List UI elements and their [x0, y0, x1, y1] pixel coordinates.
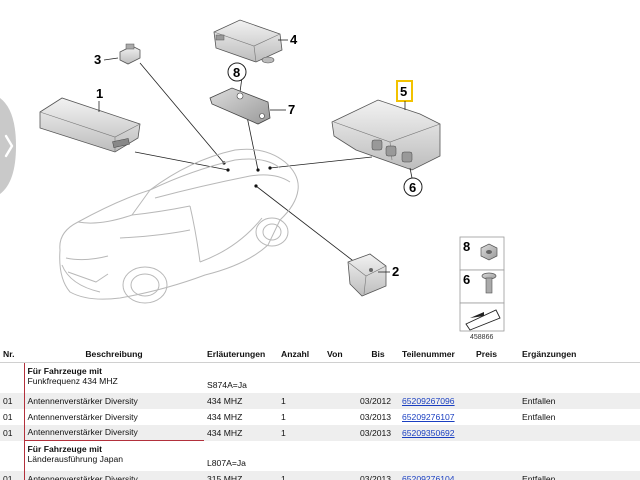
table-row: 01 Antennenverstärker Diversity 315 MHZ … — [0, 470, 640, 480]
screw-icon — [481, 272, 497, 294]
cell-ergaenzung: Entfallen — [522, 411, 556, 422]
parts-diagram: 1 2 3 4 5 6 7 8 8 6 — [39, 19, 505, 341]
cell-beschreibung: Antennenverstärker Diversity — [23, 470, 204, 480]
group-erlaeuterung: L807A=Ja — [207, 457, 246, 468]
cell-anzahl: 1 — [278, 470, 324, 480]
part-number-link[interactable]: 65209267096 — [402, 395, 455, 406]
svg-text:2: 2 — [392, 264, 399, 279]
header-bis: Bis — [357, 346, 399, 363]
cell-ergaenzung — [519, 424, 640, 441]
cell-erlaeuterung: 434 MHZ — [204, 424, 278, 441]
cell-beschreibung: Antennenverstärker Diversity — [23, 424, 204, 441]
part-bracket — [209, 87, 271, 125]
table-row: 01 Antennenverstärker Diversity 434 MHZ … — [0, 392, 640, 409]
cell-beschreibung: Antennenverstärker Diversity — [23, 392, 204, 409]
group-erlaeuterung: S874A=Ja — [207, 379, 247, 390]
svg-text:4: 4 — [290, 32, 298, 47]
part-module — [331, 99, 441, 171]
leader-lines — [134, 62, 373, 271]
nut-icon — [480, 243, 498, 261]
cell-beschreibung: Antennenverstärker Diversity — [23, 408, 204, 425]
header-preis: Preis — [473, 346, 519, 363]
table-header-row: Nr. Beschreibung Erläuterungen Anzahl Vo… — [0, 346, 640, 363]
cell-bis: 03/2012 — [357, 392, 399, 409]
part-control-unit — [213, 19, 283, 64]
cell-von — [324, 409, 357, 425]
table-row: 01 Antennenverstärker Diversity 434 MHZ … — [0, 424, 640, 441]
cell-ergaenzung: Entfallen — [519, 392, 640, 409]
drawing-symbol-icon — [465, 309, 501, 331]
cell-nr: 01 — [0, 470, 24, 480]
cell-bis: 03/2013 — [357, 470, 399, 480]
cell-von — [324, 470, 357, 480]
part-number-link[interactable]: 65209276107 — [402, 411, 455, 422]
header-von: Von — [324, 346, 357, 363]
cell-preis — [473, 470, 519, 480]
header-teilenummer: Teilenummer — [399, 346, 473, 363]
cell-anzahl: 1 — [281, 411, 286, 422]
part-number-link[interactable]: 65209350692 — [402, 427, 455, 438]
callout-7: 7 — [270, 102, 295, 117]
cell-erlaeuterung: 434 MHZ — [207, 411, 243, 422]
cell-bis: 03/2013 — [357, 424, 399, 441]
side-panel-tab[interactable] — [0, 98, 18, 194]
svg-text:8: 8 — [233, 65, 240, 80]
svg-text:6: 6 — [463, 272, 470, 287]
header-beschreibung: Beschreibung — [24, 346, 204, 363]
header-nr: Nr. — [0, 346, 24, 363]
hardware-legend: 8 6 458866 — [459, 236, 505, 341]
cell-preis — [473, 409, 519, 425]
header-erlaeuterungen: Erläuterungen — [204, 346, 278, 363]
cell-nr: 01 — [0, 424, 24, 441]
cell-anzahl: 1 — [278, 424, 324, 441]
group-title: Für Fahrzeuge mit — [27, 366, 103, 376]
cell-bis: 03/2013 — [360, 411, 392, 422]
callout-3: 3 — [94, 52, 119, 67]
group-row: Für Fahrzeuge mit Funkfrequenz 434 MHZ S… — [0, 362, 640, 393]
table-row: 01 Antennenverstärker Diversity 434 MHZ … — [0, 408, 640, 425]
cell-preis — [473, 424, 519, 441]
cell-von — [324, 424, 357, 441]
cell-erlaeuterung: 434 MHZ — [204, 392, 278, 409]
cell-nr: 01 — [3, 411, 13, 422]
group-subtitle: Funkfrequenz 434 MHZ — [27, 376, 118, 386]
cell-preis — [473, 392, 519, 409]
svg-text:458866: 458866 — [470, 334, 493, 341]
group-row: Für Fahrzeuge mit Länderausführung Japan… — [0, 440, 640, 471]
group-title: Für Fahrzeuge mit — [27, 444, 103, 454]
part-small-module — [347, 253, 387, 297]
header-ergaenzungen: Ergänzungen — [519, 346, 640, 363]
cell-nr: 01 — [0, 392, 24, 409]
callout-8: 8 — [227, 62, 247, 82]
callout-5: 5 — [396, 80, 413, 110]
callout-1: 1 — [96, 86, 103, 112]
chevron-right-icon — [4, 134, 14, 158]
cell-anzahl: 1 — [278, 392, 324, 409]
cell-erlaeuterung: 315 MHZ — [204, 470, 278, 480]
callout-4: 4 — [278, 32, 298, 47]
group-subtitle: Länderausführung Japan — [27, 454, 124, 464]
callout-6: 6 — [403, 167, 423, 197]
svg-text:8: 8 — [463, 239, 470, 254]
callout-2: 2 — [378, 264, 399, 279]
svg-text:7: 7 — [288, 102, 295, 117]
svg-text:1: 1 — [96, 86, 103, 101]
parts-table: Nr. Beschreibung Erläuterungen Anzahl Vo… — [0, 346, 640, 480]
part-number-link[interactable]: 65209276104 — [402, 473, 455, 480]
car-outline — [59, 148, 299, 304]
header-anzahl: Anzahl — [278, 346, 324, 363]
highlight-box — [396, 80, 413, 102]
cell-ergaenzung: Entfallen — [519, 470, 640, 480]
part-connector — [119, 43, 141, 65]
svg-text:6: 6 — [409, 180, 416, 195]
part-antenna-amplifier — [39, 97, 141, 153]
svg-text:5: 5 — [400, 84, 407, 99]
cell-von — [324, 392, 357, 409]
svg-text:3: 3 — [94, 52, 101, 67]
